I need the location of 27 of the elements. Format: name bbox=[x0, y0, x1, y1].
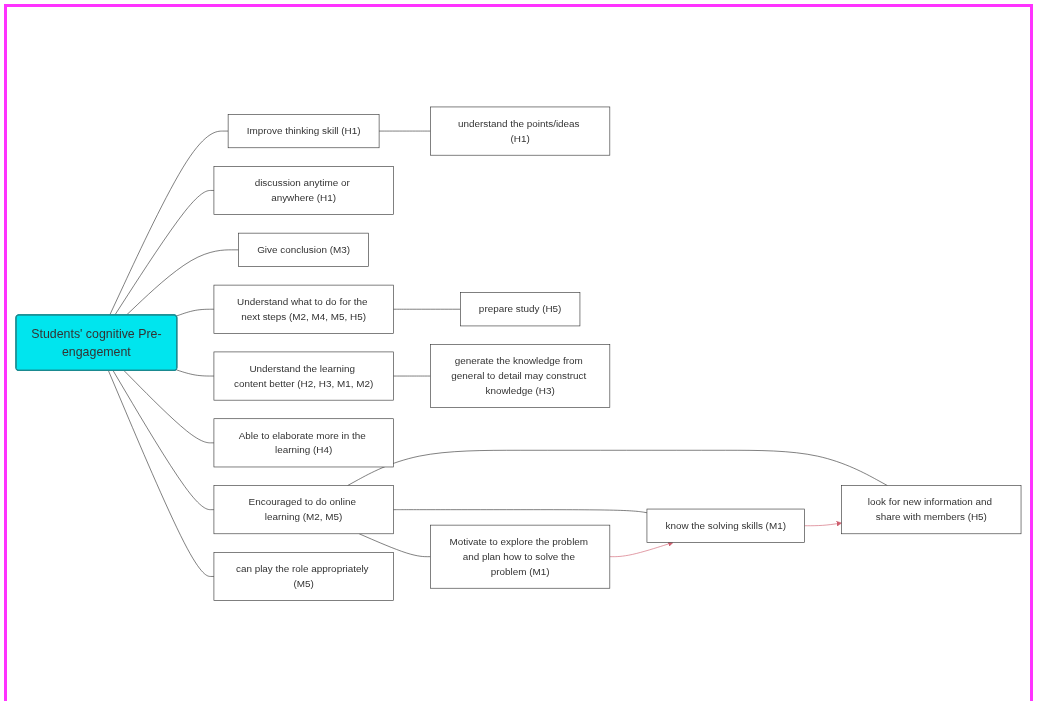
node-box: Able to elaborate more in the learning (H4) bbox=[213, 418, 394, 468]
node-box: can play the role appropriately (M5) bbox=[213, 552, 394, 602]
node-box: Encouraged to do online learning (M2, M5) bbox=[213, 485, 394, 535]
connector bbox=[112, 370, 215, 511]
connector bbox=[347, 450, 888, 487]
connector bbox=[123, 370, 215, 444]
connector bbox=[108, 370, 215, 577]
connector bbox=[393, 509, 648, 514]
connector bbox=[126, 249, 239, 316]
node-box: Motivate to explore the problem and plan how to solve the problem (M1) bbox=[430, 525, 611, 589]
connector bbox=[109, 131, 229, 316]
node-box: Understand the learning content better (H2, H3, M1, M2) bbox=[213, 351, 394, 401]
connector bbox=[393, 309, 461, 310]
node-box: know the solving skills (M1) bbox=[646, 508, 805, 543]
connector bbox=[175, 309, 215, 317]
node-box: Improve thinking skill (H1) bbox=[227, 114, 380, 149]
connector bbox=[378, 131, 431, 132]
node-box: generate the knowledge from general to detail may construct knowledge (H3) bbox=[430, 344, 611, 409]
node-box: look for new information and share with members (H5) bbox=[841, 485, 1022, 535]
connector bbox=[393, 375, 431, 377]
node-box: Understand what to do for the next steps (M2, M4, M5, H5) bbox=[213, 285, 394, 334]
node-box: Give conclusion (M3) bbox=[238, 233, 369, 268]
connector bbox=[175, 369, 215, 377]
node-box: prepare study (H5) bbox=[460, 292, 581, 327]
connector bbox=[114, 190, 215, 316]
node-box: understand the points/ideas (H1) bbox=[430, 106, 611, 156]
node-box: discussion anytime or anywhere (H1) bbox=[213, 166, 394, 216]
